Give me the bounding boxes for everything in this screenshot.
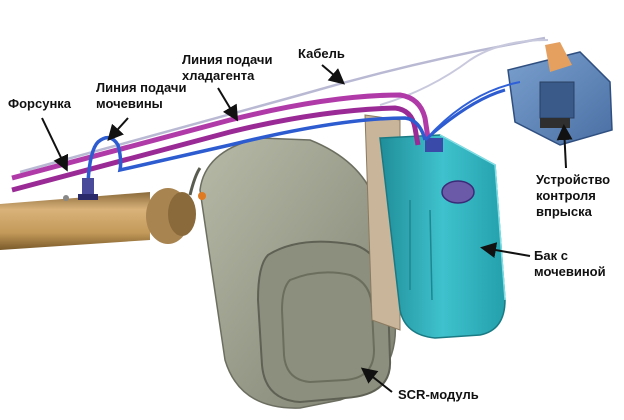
arrow-controller [556,124,573,169]
nozzle [63,178,98,201]
urea-supply-line [86,81,521,183]
label-urea-line: Линия подачи мочевины [96,80,187,111]
label-cable: Кабель [298,46,345,61]
label-nozzle: Форсунка [8,96,72,111]
arrow-urea-line [107,117,129,141]
label-scr-module: SCR-модуль [398,387,479,402]
arrow-nozzle [41,117,69,172]
scr-module [188,137,397,409]
label-coolant-line: Линия подачи хладагента [182,52,273,83]
exhaust-pipe [0,188,196,250]
label-tank: Бак с мочевиной [534,248,606,279]
label-controller: Устройство контроля впрыска [536,172,611,219]
urea-tank [379,134,506,339]
arrow-cable [321,64,346,85]
arrow-scr [360,367,393,393]
injection-controller [507,42,613,146]
leader-arrows [41,64,573,393]
arrow-coolant-line [217,87,239,122]
arrow-tank [480,242,531,258]
